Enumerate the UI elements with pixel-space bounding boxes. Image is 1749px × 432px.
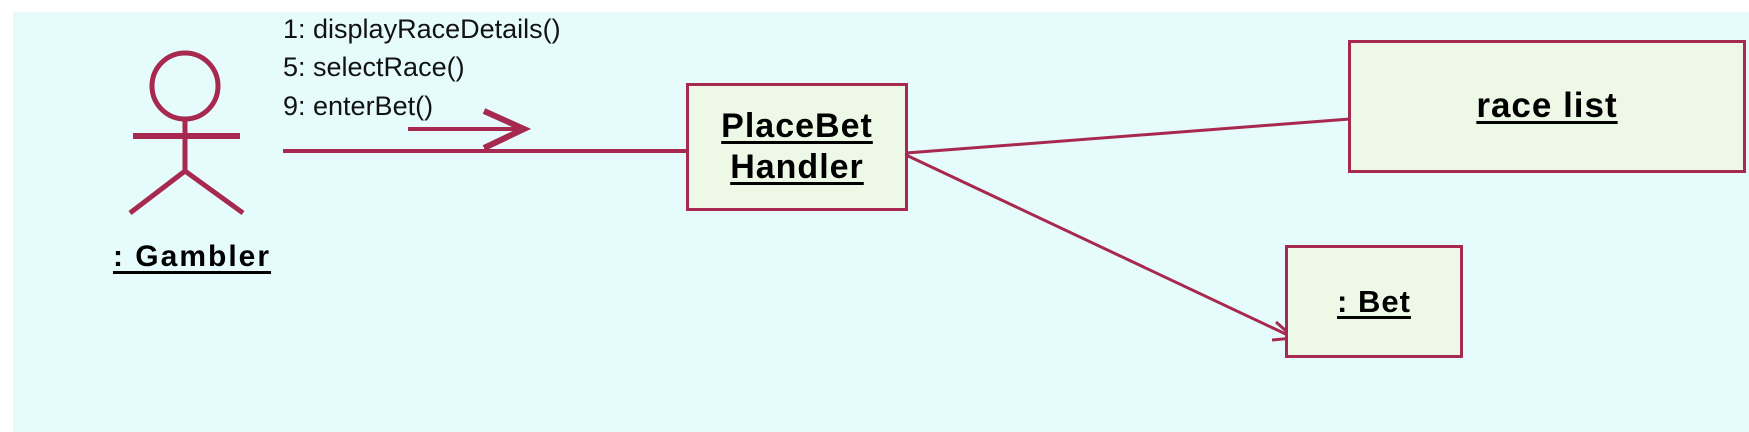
- node-placebet-handler[interactable]: PlaceBet Handler: [686, 83, 908, 211]
- node-race-list[interactable]: race list: [1348, 40, 1746, 173]
- node-race-list-label: race list: [1476, 86, 1618, 126]
- gambler-actor-figure: [128, 50, 245, 216]
- message-label-group: 1: displayRaceDetails() 5: selectRace() …: [283, 10, 561, 125]
- node-placebet-handler-label-line1: PlaceBet: [721, 106, 873, 145]
- message-label-5: 5: selectRace(): [283, 52, 465, 83]
- node-bet-label: : Bet: [1337, 283, 1411, 319]
- message-direction-arrow-icon: [408, 108, 532, 151]
- link-placebet-bet: [905, 153, 1298, 342]
- link-placebet-racelist: [905, 117, 1351, 155]
- gambler-actor-label: : Gambler: [112, 240, 272, 273]
- message-label-1: 1: displayRaceDetails(): [283, 14, 561, 44]
- message-label-9: 9: enterBet(): [283, 90, 434, 121]
- node-bet[interactable]: : Bet: [1285, 245, 1463, 358]
- node-placebet-handler-label-line2: Handler: [730, 148, 864, 186]
